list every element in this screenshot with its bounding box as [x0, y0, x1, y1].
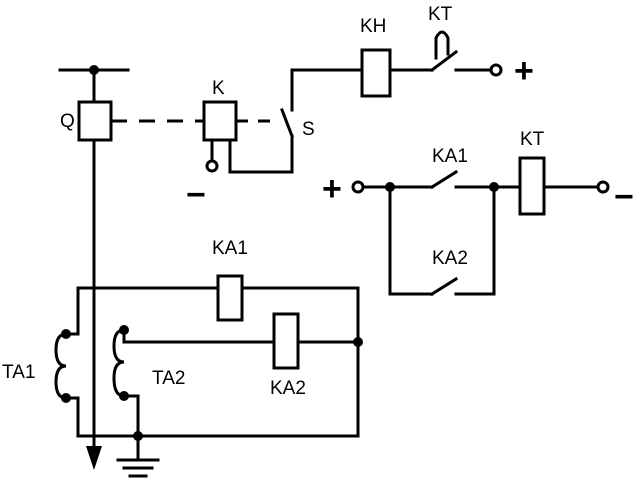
ta1-top-wire — [76, 286, 220, 336]
top-right-plus-sign: + — [514, 52, 534, 90]
label-ta1: TA1 — [2, 362, 35, 383]
label-ta2: TA2 — [152, 368, 185, 389]
kt-coil — [518, 156, 546, 216]
ta2-terminal-top — [119, 325, 129, 335]
breaker-q-group: Q — [58, 65, 130, 470]
label-kh: KH — [360, 16, 386, 37]
ta1-terminal-top — [61, 329, 71, 339]
top-right-terminal — [489, 63, 503, 77]
kt-delay-symbol — [434, 30, 450, 60]
k-minus-sign: − — [186, 176, 206, 214]
ka2-coil — [272, 312, 300, 370]
label-ka1-coil: KA1 — [212, 238, 248, 259]
label-k: K — [212, 78, 225, 99]
ta1-coil — [54, 332, 68, 400]
right-circuit-group: + KA1 KT − KA2 — [322, 129, 634, 297]
k-to-s-wire — [228, 134, 294, 174]
ta2-top-wire — [122, 328, 276, 344]
label-ka1-contact: KA1 — [432, 146, 468, 167]
kh-kt-group: KH KT + — [360, 4, 534, 98]
ta2-coil — [112, 328, 126, 398]
label-ka2-coil: KA2 — [270, 378, 306, 399]
ka1-coil — [216, 274, 244, 322]
breaker-q — [77, 100, 113, 142]
ta1-bottom-wire — [76, 396, 140, 438]
ka1-contact-blade — [429, 169, 459, 190]
right-minus-terminal — [596, 180, 610, 194]
right-minus-sign: − — [614, 178, 634, 216]
ct-circuit-group: KA1 TA1 KA2 TA2 — [2, 238, 363, 478]
ta2-junction — [353, 337, 363, 347]
k-terminal — [205, 159, 219, 173]
label-kt-top: KT — [428, 4, 453, 25]
ka2-right-wire — [454, 185, 496, 296]
switch-s-blade — [280, 108, 294, 138]
relay-k-group: K − S — [186, 68, 364, 214]
label-q: Q — [60, 111, 75, 132]
right-plus-sign: + — [322, 170, 342, 208]
ta1-terminal-bottom — [61, 393, 71, 403]
conductor-arrow — [86, 446, 102, 470]
relay-k — [202, 100, 238, 142]
ta2-bottom-wire — [122, 394, 140, 438]
relay-kh — [360, 48, 392, 98]
label-ka2-contact: KA2 — [432, 248, 468, 269]
label-kt-coil: KT — [520, 129, 545, 150]
ka2-contact-blade — [429, 276, 459, 297]
s-to-kh-wire — [290, 68, 364, 112]
label-s: S — [302, 119, 315, 140]
ka2-left-wire — [388, 185, 434, 296]
ta1-return-wire — [136, 286, 360, 438]
kt-contact-blade — [429, 49, 459, 73]
